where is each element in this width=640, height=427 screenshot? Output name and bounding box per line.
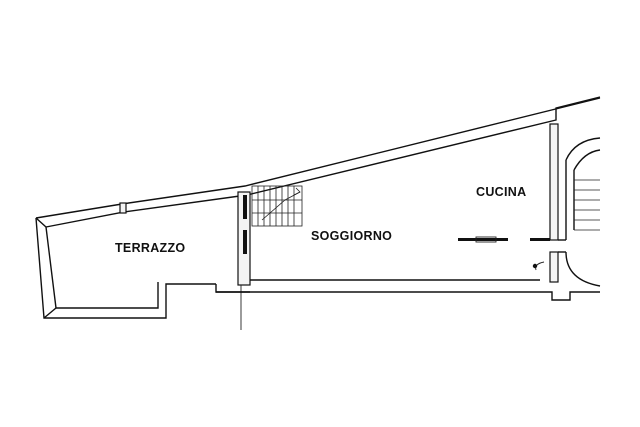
kitchen-counter [458,236,508,243]
terrace-outer-walls [35,217,216,319]
kitchen-east-wall [530,123,566,283]
room-label-terrazzo: TERRAZZO [115,241,185,255]
room-label-cucina: CUCINA [476,185,526,199]
right-stair-curve [565,137,601,287]
south-wall [215,279,600,301]
outer-sloped-wall [35,96,601,228]
interior-staircase [251,185,303,227]
terrace-living-partition [237,191,251,330]
room-label-soggiorno: SOGGIORNO [311,229,392,243]
